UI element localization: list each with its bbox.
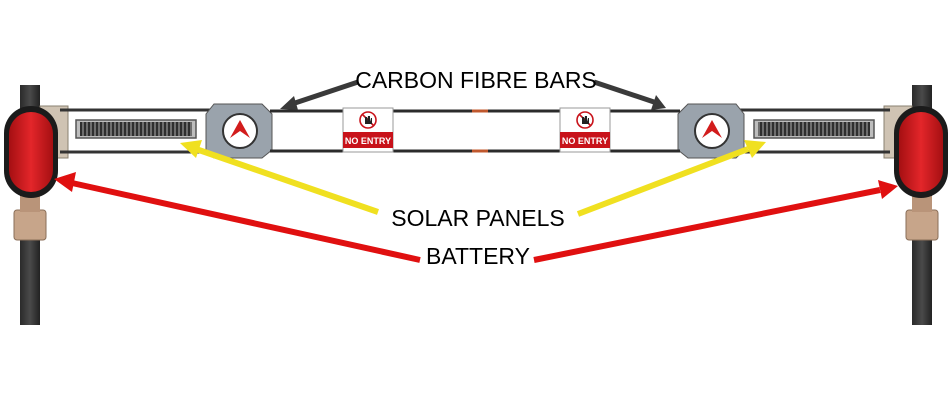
right-bracket: [905, 209, 939, 241]
right-no-entry-sign: NO ENTRY: [559, 107, 611, 153]
logo-mark-icon: [702, 120, 722, 138]
sign-text: NO ENTRY: [345, 136, 391, 146]
solar-panels-label: SOLAR PANELS: [391, 205, 564, 231]
solar-arrows: [180, 140, 766, 217]
no-entry-hand-icon: [365, 116, 372, 124]
right-solar-panel: [758, 122, 870, 136]
arrow-bars-right: [593, 79, 655, 105]
right-bracket-upper: [912, 196, 932, 212]
right-arm: NO ENTRY: [480, 103, 913, 159]
carbon-bars-arrows: [280, 79, 666, 110]
left-bracket-upper: [20, 196, 40, 212]
battery-label: BATTERY: [426, 243, 530, 269]
left-arm: NO ENTRY: [39, 103, 480, 159]
left-battery: [4, 106, 58, 198]
left-no-entry-sign: NO ENTRY: [342, 107, 394, 153]
arrow-solar-left: [195, 146, 379, 215]
carbon-fibre-bars-label: CARBON FIBRE BARS: [355, 67, 597, 93]
right-battery: [894, 106, 948, 198]
arrow-battery-left: [71, 180, 421, 263]
sign-text: NO ENTRY: [562, 136, 608, 146]
arrow-solar-right: [576, 146, 750, 217]
logo-mark-icon: [230, 120, 250, 138]
arrow-battery-right: [533, 187, 881, 263]
arrow-bars-left: [291, 79, 359, 107]
left-solar-panel: [80, 122, 192, 136]
left-bracket: [13, 209, 47, 241]
battery-arrows: [54, 172, 898, 263]
no-entry-hand-icon: [582, 116, 589, 124]
